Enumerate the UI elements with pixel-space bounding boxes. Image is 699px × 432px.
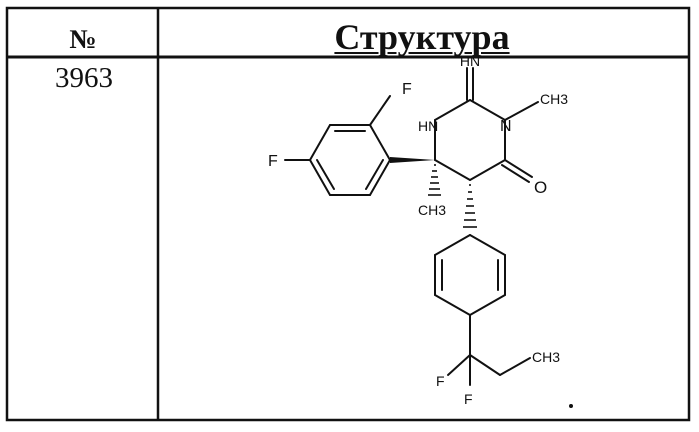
nitrogen-label: N xyxy=(500,118,512,135)
stray-dot xyxy=(569,404,573,408)
imine-label: HN xyxy=(460,53,480,69)
oxygen-label: O xyxy=(534,178,547,197)
fluorine-label-bottom-left: F xyxy=(436,373,445,389)
fluorine-label-left: F xyxy=(268,153,278,170)
ethyl-methyl-label: CH3 xyxy=(532,349,560,365)
quaternary-methyl-label: CH3 xyxy=(418,202,446,218)
nh-label: HN xyxy=(418,118,438,134)
fluorine-label-top: F xyxy=(402,81,412,98)
n-methyl-label: CH3 xyxy=(540,91,568,107)
fluorine-label-bottom: F xyxy=(464,391,473,407)
